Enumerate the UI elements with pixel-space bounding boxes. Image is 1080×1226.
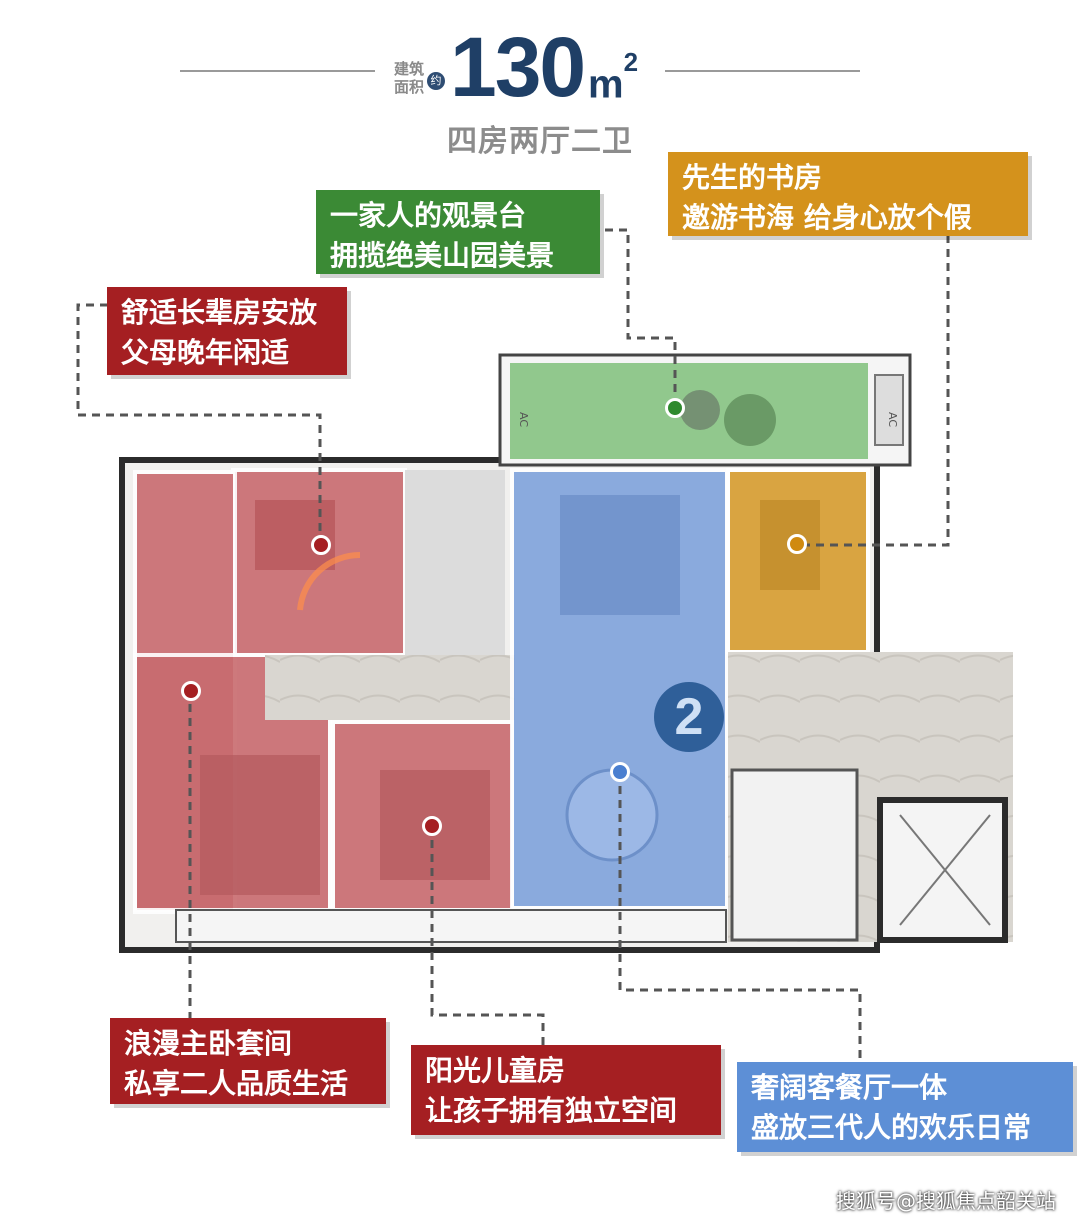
kids-room-callout-line1: 阳光儿童房 — [425, 1054, 566, 1087]
area-unit-sup: 2 — [623, 47, 639, 77]
header-rule-right — [665, 70, 860, 72]
corridor — [265, 655, 515, 720]
area-unit: m2 — [588, 47, 638, 107]
study-marker — [787, 534, 807, 554]
area-value: 130 — [450, 20, 586, 114]
study-callout-line1: 先生的书房 — [682, 161, 823, 194]
kids-room-marker — [422, 816, 442, 836]
living-dining-callout-line2: 盛放三代人的欢乐日常 — [751, 1111, 1032, 1144]
approx-badge: 约 — [427, 72, 445, 90]
master-bedroom-callout-line2: 私享二人品质生活 — [124, 1067, 349, 1100]
balcony-callout-line1: 一家人的观景台 — [330, 199, 527, 232]
area-unit-base: m — [588, 62, 624, 107]
master-bedroom-marker — [181, 681, 201, 701]
elder-room-callout-line1: 舒适长辈房安放 — [121, 296, 318, 329]
area-label-line1: 建筑 — [393, 60, 424, 78]
kids-room-callout: 阳光儿童房 让孩子拥有独立空间 — [411, 1045, 721, 1135]
elder-room-callout: 舒适长辈房安放 父母晚年闲适 — [107, 287, 347, 375]
living-dining-callout: 奢阔客餐厅一体 盛放三代人的欢乐日常 — [737, 1062, 1073, 1152]
ac-label-2: AC — [886, 412, 899, 427]
south-balcony — [175, 909, 727, 943]
kids-room-callout-line2: 让孩子拥有独立空间 — [425, 1094, 678, 1127]
living-marker — [610, 762, 630, 782]
balcony-marker — [665, 398, 685, 418]
area-label-line2: 面积 — [393, 78, 424, 96]
balcony-callout-line2: 拥揽绝美山园美景 — [330, 239, 555, 272]
balcony-area — [498, 353, 912, 467]
elder-room-marker — [311, 535, 331, 555]
master-bedroom-callout-line1: 浪漫主卧套间 — [124, 1027, 293, 1060]
header-rule-left — [180, 70, 375, 72]
balcony-callout: 一家人的观景台 拥揽绝美山园美景 — [316, 190, 600, 274]
ac-label-1: AC — [517, 412, 530, 427]
elder-room-callout-line2: 父母晚年闲适 — [121, 336, 290, 369]
watermark: 搜狐号@搜狐焦点韶关站 — [836, 1189, 1056, 1213]
leader-lines — [76, 228, 950, 1062]
bathroom — [405, 470, 505, 655]
area-label: 建筑 面积 — [392, 60, 426, 96]
master-bedroom-callout: 浪漫主卧套间 私享二人品质生活 — [110, 1018, 386, 1104]
living-dining-callout-line1: 奢阔客餐厅一体 — [751, 1071, 948, 1104]
unit-number-badge: 2 — [654, 682, 724, 752]
layout-title: 四房两厅二卫 — [447, 124, 633, 159]
study-callout-line2: 邀游书海 给身心放个假 — [682, 201, 972, 234]
study-callout: 先生的书房 邀游书海 给身心放个假 — [668, 152, 1028, 236]
